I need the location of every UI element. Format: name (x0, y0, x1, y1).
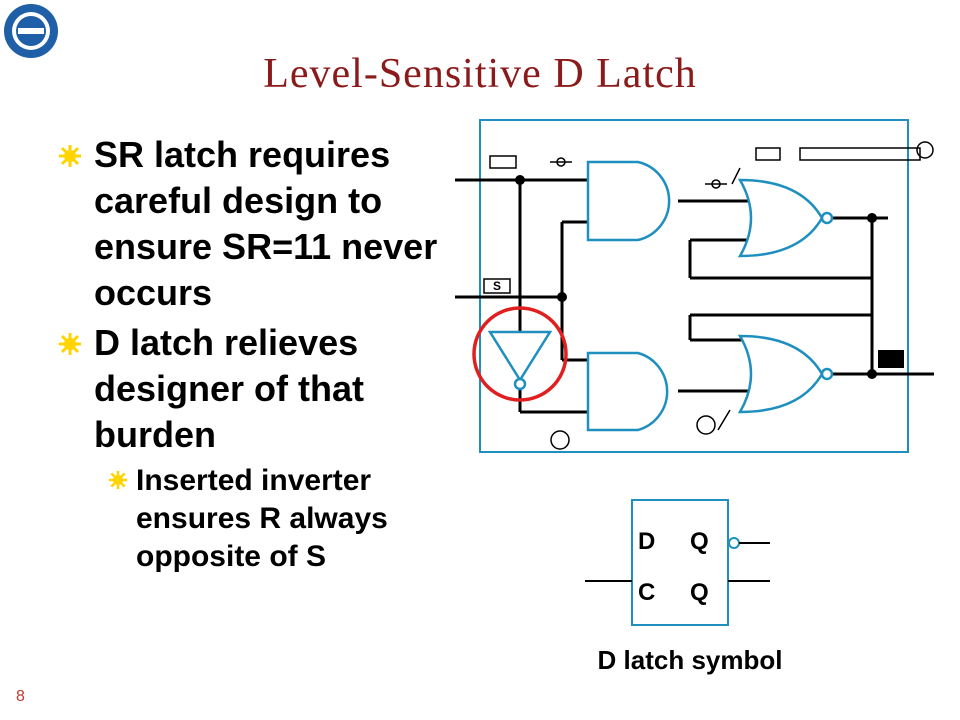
slide-title: Level-Sensitive D Latch (263, 51, 697, 97)
and-gate-bottom (586, 351, 669, 432)
circuit-frame (479, 119, 909, 453)
signal-label-box (483, 278, 511, 294)
university-logo (4, 4, 58, 58)
signal-label: S (493, 279, 501, 293)
logic-gates (487, 160, 834, 432)
page-number: 8 (16, 688, 25, 705)
c-input-label: C (638, 579, 655, 606)
sunburst-bullet-icon (59, 145, 81, 167)
sub-bullet-text: Inserted inverter ensures R always oppos… (136, 464, 388, 573)
d-latch-symbol: D Q C Q (585, 499, 770, 626)
nor-gate-bottom (737, 334, 824, 414)
sub-bullet-item: Inserted inverter ensures R always oppos… (108, 462, 458, 576)
qbar-output-label: Q (690, 579, 709, 606)
nor-top-bubble (820, 211, 834, 225)
inverter-bubble (513, 377, 527, 391)
sunburst-bullet-icon (59, 333, 81, 355)
bullet-text: D latch relieves designer of that burden (94, 322, 365, 455)
inverter-highlight-circle (472, 306, 568, 402)
nor-gate-top (737, 178, 824, 258)
bullet-item: SR latch requires careful design to ensu… (58, 132, 458, 316)
junction-dots (515, 175, 877, 379)
circuit-wires (455, 178, 934, 414)
latch-symbol-box (631, 499, 729, 626)
qbar-output-glyph (878, 350, 904, 368)
and-gate-top (586, 160, 671, 242)
q-output-label: Q (690, 528, 709, 555)
d-latch-circuit-diagram: S (455, 119, 934, 453)
q-output-bubble (728, 537, 740, 549)
inverter-gate (487, 330, 553, 383)
decorative-label-glyphs (489, 141, 934, 450)
bullet-list: SR latch requires careful design to ensu… (58, 132, 458, 576)
sunburst-bullet-icon (108, 470, 128, 490)
d-input-label: D (638, 528, 655, 555)
symbol-caption: D latch symbol (597, 645, 783, 675)
bullet-item: D latch relieves designer of that burden (58, 320, 458, 458)
bullet-text: SR latch requires careful design to ensu… (94, 134, 438, 313)
nor-bottom-bubble (820, 367, 834, 381)
